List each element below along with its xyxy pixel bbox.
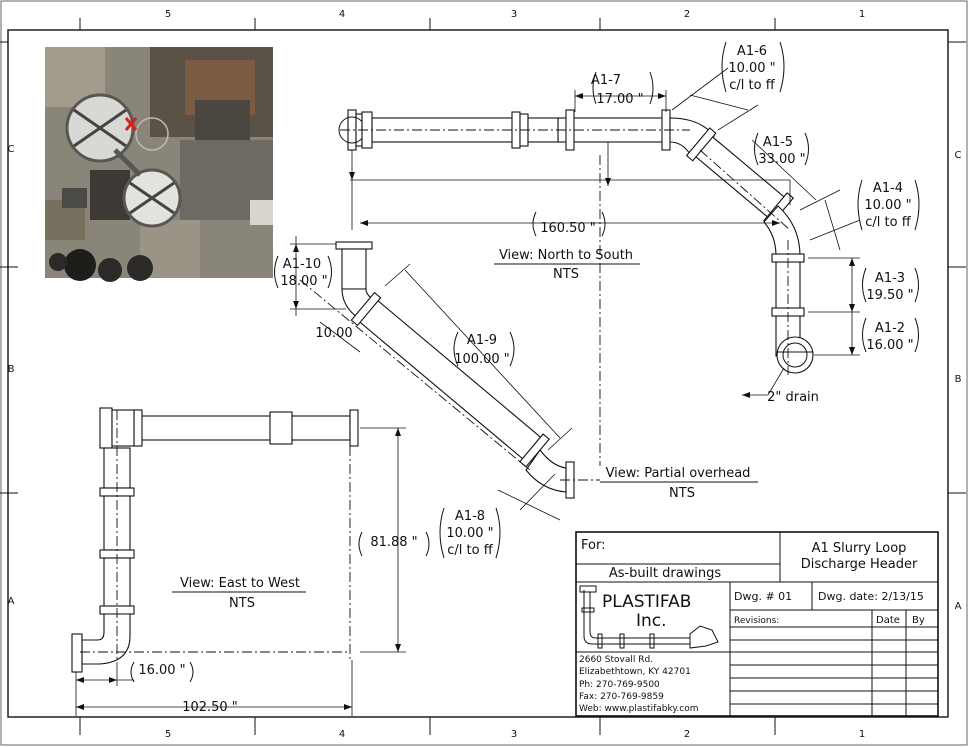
- east-west-pipe-run: [71, 407, 359, 673]
- zone-top-5: 5: [165, 9, 171, 20]
- company-name: PLASTIFAB: [602, 592, 691, 612]
- callout-a1-9-value: 100.00 ": [454, 352, 510, 367]
- title-project-line1: A1 Slurry Loop: [812, 541, 907, 556]
- callout-a1-10-offset: 10.00: [315, 326, 352, 341]
- company-address-city: Elizabethtown, KY 42701: [579, 667, 691, 677]
- zone-bottom-4: 4: [339, 729, 345, 740]
- zone-top-4: 4: [339, 9, 345, 20]
- east-west-dimensions: [75, 427, 406, 716]
- zone-bottom-3: 3: [511, 729, 517, 740]
- aerial-site-photo: [45, 47, 273, 282]
- callout-a1-10-tag: A1-10: [283, 257, 321, 272]
- north-south-pipe-run: [338, 109, 814, 375]
- drawing-border: [7, 29, 949, 718]
- callout-a1-4-note: c/l to ff: [865, 215, 911, 230]
- zone-bottom-1: 1: [859, 729, 865, 740]
- ew-length-dimension: 102.50 ": [182, 700, 238, 715]
- callout-a1-7-tag: A1-7: [591, 73, 621, 88]
- view-ew-title: View: East to West: [180, 576, 300, 591]
- drawing-date: Dwg. date: 2/13/15: [818, 590, 924, 603]
- company-phone: Ph: 270-769-9500: [579, 680, 660, 690]
- callout-a1-5-tag: A1-5: [763, 135, 793, 150]
- callout-a1-7-value: 17.00 ": [596, 92, 643, 107]
- view-title-underlines: [172, 263, 758, 593]
- zone-top-1: 1: [859, 9, 865, 20]
- zone-bottom-2: 2: [684, 729, 690, 740]
- callout-a1-2-value: 16.00 ": [866, 338, 913, 353]
- zone-top-2: 2: [684, 9, 690, 20]
- zone-right-c: C: [955, 150, 962, 161]
- callout-a1-6-note: c/l to ff: [729, 78, 775, 93]
- callout-a1-10-value: 18.00 ": [280, 274, 327, 289]
- title-drawing-type: As-built drawings: [609, 566, 722, 581]
- drawing-number: Dwg. # 01: [734, 590, 792, 603]
- view-overhead-scale: NTS: [669, 486, 695, 501]
- title-for-label: For:: [581, 538, 605, 553]
- overhead-dimensions: [290, 236, 573, 521]
- company-fax: Fax: 270-769-9859: [579, 692, 664, 702]
- overhead-pipe-run: [299, 241, 600, 499]
- zone-left-b: B: [8, 364, 15, 375]
- zone-top-3: 3: [511, 9, 517, 20]
- zone-right-a: A: [955, 601, 962, 612]
- dimension-arrows: [76, 93, 855, 710]
- callout-brackets: [130, 41, 920, 683]
- company-web: Web: www.plastifabky.com: [579, 704, 699, 714]
- callout-a1-2-tag: A1-2: [875, 321, 905, 336]
- callout-a1-3-tag: A1-3: [875, 271, 905, 286]
- callout-a1-8-tag: A1-8: [455, 509, 485, 524]
- revision-by-label: By: [912, 615, 925, 626]
- title-block: [575, 531, 939, 717]
- company-suffix: Inc.: [636, 611, 667, 631]
- overall-ns-dimension: 160.50 ": [540, 221, 596, 236]
- drain-label: 2" drain: [767, 390, 819, 405]
- ew-offset-dimension: 16.00 ": [138, 663, 185, 678]
- revision-date-label: Date: [876, 615, 900, 626]
- callout-a1-9-tag: A1-9: [467, 333, 497, 348]
- view-ns-title: View: North to South: [499, 248, 633, 263]
- ew-height-dimension: 81.88 ": [370, 535, 417, 550]
- zone-left-a: A: [8, 596, 15, 607]
- title-project-line2: Discharge Header: [801, 557, 918, 572]
- company-address-street: 2660 Stovall Rd.: [579, 655, 653, 665]
- zone-left-c: C: [8, 144, 15, 155]
- zone-ticks: [0, 18, 966, 735]
- callout-a1-6-value: 10.00 ": [728, 61, 775, 76]
- callout-a1-8-value: 10.00 ": [446, 526, 493, 541]
- callout-a1-3-value: 19.50 ": [866, 288, 913, 303]
- callout-a1-5-value: 33.00 ": [758, 152, 805, 167]
- callout-a1-8-note: c/l to ff: [447, 543, 493, 558]
- callout-a1-4-tag: A1-4: [873, 181, 903, 196]
- zone-right-b: B: [955, 374, 962, 385]
- view-ew-scale: NTS: [229, 596, 255, 611]
- callout-a1-6-tag: A1-6: [737, 44, 767, 59]
- zone-bottom-5: 5: [165, 729, 171, 740]
- plastifab-logo: [579, 585, 719, 649]
- revisions-label: Revisions:: [734, 616, 779, 626]
- callout-a1-4-value: 10.00 ": [864, 198, 911, 213]
- view-overhead-title: View: Partial overhead: [606, 466, 751, 481]
- view-ns-scale: NTS: [553, 267, 579, 282]
